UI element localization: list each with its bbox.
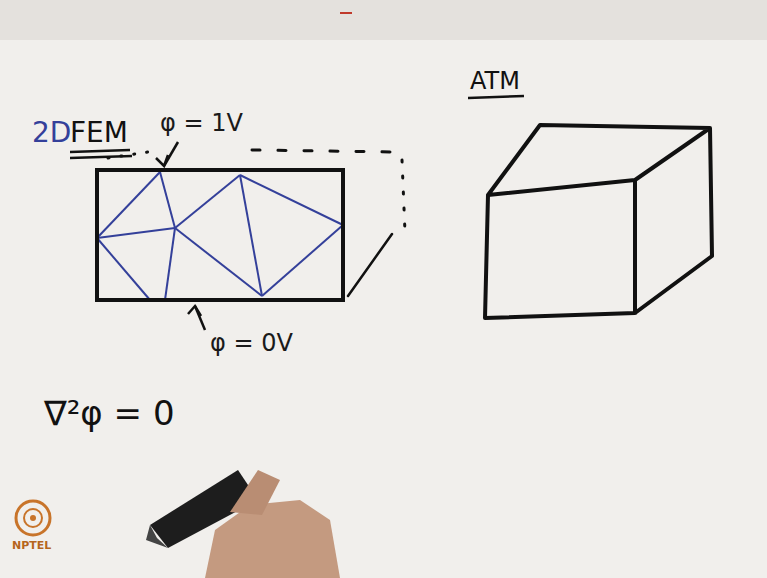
dimension-label: 2D	[32, 118, 71, 149]
method-label: ATM	[470, 68, 520, 94]
label-text: φ = 0V	[210, 329, 293, 357]
boundary-label: φ = 0V	[210, 330, 293, 356]
label-text: 2D	[32, 116, 71, 149]
boundary-arrows	[156, 142, 205, 330]
red-mark	[340, 12, 352, 14]
underlines	[70, 96, 524, 158]
board-top-strip	[0, 0, 767, 40]
nptel-logo	[16, 501, 50, 535]
dotted-extension	[108, 150, 405, 296]
label-text: φ = 1V	[160, 109, 243, 137]
label-text: ∇²φ = 0	[44, 393, 175, 433]
hand-with-marker	[146, 470, 340, 578]
label-text: NPTEL	[12, 539, 51, 552]
boundary-label: φ = 1V	[160, 110, 243, 136]
triangle-mesh	[97, 172, 343, 300]
label-text: FEM	[70, 116, 128, 149]
label-text: ATM	[470, 67, 520, 95]
logo-text: NPTEL	[12, 540, 51, 552]
method-label: FEM	[70, 118, 128, 149]
domain-rectangle	[97, 170, 343, 300]
equation-label: ∇²φ = 0	[44, 395, 175, 432]
box-3d	[485, 125, 712, 318]
